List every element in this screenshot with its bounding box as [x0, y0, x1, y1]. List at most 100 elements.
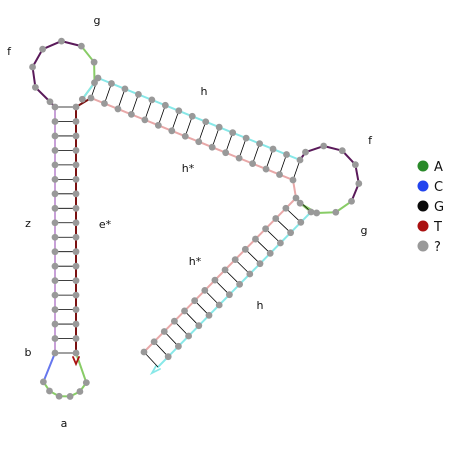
- nucleotide: [51, 277, 59, 285]
- nucleotide: [185, 332, 193, 340]
- backbone-b-segment: [42, 352, 56, 383]
- nucleotide: [283, 151, 290, 158]
- nucleotide: [351, 161, 359, 169]
- nucleotide: [87, 94, 95, 102]
- nucleotide: [91, 79, 98, 87]
- base-pair-line: [104, 83, 112, 104]
- legend-swatch-c: [417, 180, 429, 192]
- nucleotide: [262, 225, 269, 233]
- nucleotide: [256, 260, 264, 268]
- nucleotide: [90, 58, 98, 66]
- nucleotide: [272, 215, 280, 222]
- nucleotide: [51, 161, 59, 169]
- domain-label-h-upper: h: [201, 85, 208, 98]
- domain-label-h-star-lower: h*: [189, 255, 202, 268]
- nucleotide: [188, 112, 196, 120]
- backbone-g-loop-top: [80, 45, 96, 64]
- nucleotide: [161, 101, 169, 109]
- nucleotide: [164, 353, 172, 361]
- nucleotide: [241, 245, 249, 253]
- nucleotide: [51, 204, 59, 212]
- nucleotide: [72, 175, 80, 183]
- nucleotide: [72, 147, 80, 154]
- nucleotide: [51, 190, 59, 198]
- nucleotide: [39, 378, 47, 386]
- legend: A C G T ?: [417, 160, 444, 255]
- base-pair-line: [204, 290, 220, 306]
- nucleotide: [135, 91, 142, 98]
- nucleotide: [277, 239, 284, 247]
- base-pair-line: [285, 207, 302, 223]
- nucleotide: [51, 219, 59, 227]
- nucleotide: [51, 233, 59, 241]
- nucleotide: [72, 262, 80, 270]
- base-pair-line: [153, 341, 169, 357]
- base-pair-line: [275, 218, 291, 233]
- nucleotide: [195, 322, 203, 330]
- nucleotide: [154, 121, 162, 129]
- nucleotide: [72, 103, 80, 111]
- nucleotide: [226, 291, 233, 299]
- nucleotide: [39, 45, 47, 53]
- nucleotide: [72, 248, 80, 256]
- nucleotide: [355, 180, 363, 187]
- legend-swatch-t: [417, 220, 429, 232]
- nucleotide: [77, 42, 85, 50]
- base-pair-line: [292, 159, 301, 181]
- nucleotide: [72, 306, 80, 313]
- domain-label-g-top: g: [94, 14, 101, 27]
- base-pair-line: [238, 138, 247, 159]
- nucleotide: [348, 197, 355, 205]
- nucleotide: [150, 338, 158, 346]
- nucleotide: [215, 123, 223, 131]
- nucleotide: [72, 161, 80, 169]
- nucleotide: [101, 100, 108, 107]
- nucleotide: [235, 154, 243, 162]
- base-pair-line: [234, 259, 251, 275]
- nucleotide: [211, 276, 219, 284]
- legend-label-a: A: [434, 160, 443, 175]
- nucleotide: [201, 287, 209, 294]
- domain-label-e-star: e*: [99, 218, 112, 231]
- backbone-f-loop-top: [60, 40, 83, 48]
- nucleotide: [221, 266, 229, 274]
- nucleotide: [108, 80, 115, 87]
- legend-label-g: G: [434, 200, 444, 215]
- nucleotide: [236, 280, 244, 288]
- nucleotide: [287, 229, 294, 237]
- nucleotide: [51, 103, 59, 111]
- domain-label-h-star-upper: h*: [182, 162, 195, 175]
- legend-label-c: C: [434, 180, 443, 195]
- nucleotide: [307, 208, 315, 216]
- base-pair-line: [198, 121, 207, 142]
- nucleotide: [338, 147, 346, 155]
- legend-swatch-a: [417, 160, 429, 172]
- base-pair-line: [265, 148, 274, 170]
- base-pair-line: [255, 238, 271, 254]
- backbone-layer: [31, 40, 360, 398]
- nucleotide: [191, 297, 199, 305]
- base-pair-line: [214, 279, 230, 295]
- base-pair-line: [279, 154, 287, 175]
- nucleotide: [246, 270, 254, 278]
- nucleotide: [175, 107, 183, 115]
- nucleotide: [302, 148, 309, 156]
- nucleotide: [51, 262, 59, 270]
- domain-label-f-right: f: [368, 134, 373, 147]
- base-pair-line: [117, 88, 126, 110]
- backbone-f-loop-top: [34, 86, 51, 103]
- nucleotide: [266, 249, 274, 257]
- base-pair-line: [252, 143, 260, 164]
- base-pair-line: [225, 132, 234, 153]
- nucleotide: [46, 387, 53, 395]
- nucleotide: [72, 118, 80, 125]
- nucleotide: [72, 233, 80, 241]
- nucleotide: [94, 74, 102, 82]
- nucleotide: [292, 194, 300, 202]
- nucleotide: [282, 204, 290, 212]
- strand-end-arrow: [149, 365, 161, 376]
- base-pair-line: [184, 116, 193, 137]
- nucleotide: [51, 147, 59, 154]
- nucleotide: [195, 138, 203, 146]
